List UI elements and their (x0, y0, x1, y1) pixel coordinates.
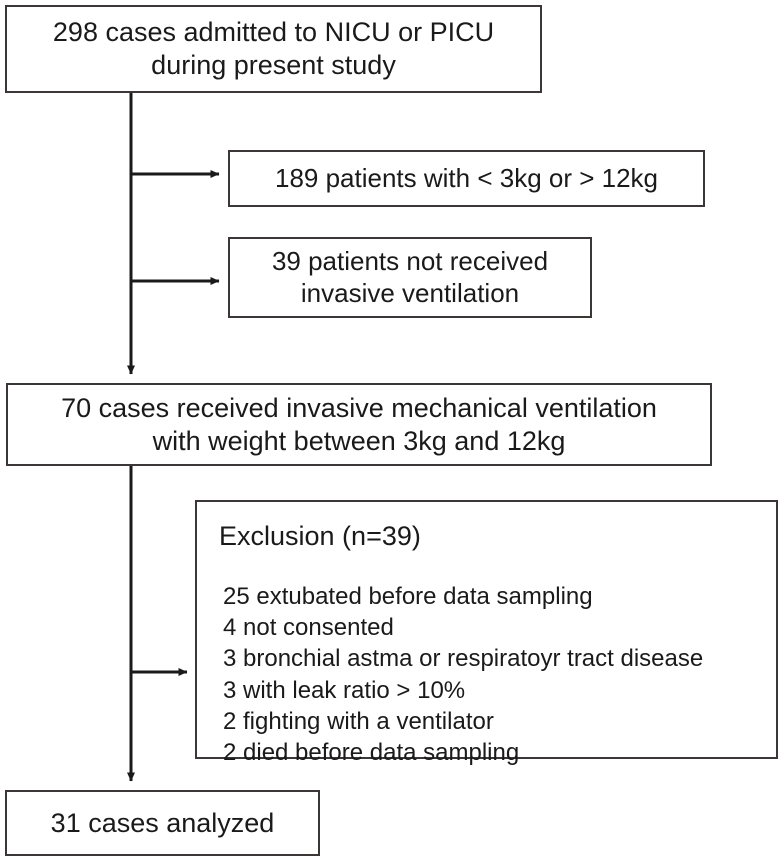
node-excluded-novent: 39 patients not received invasive ventil… (228, 237, 592, 318)
exclusion-reason-list: 25 extubated before data sampling 4 not … (219, 581, 776, 768)
node-excluded-weight-line1: 189 patients with < 3kg or > 12kg (274, 162, 659, 193)
exclusion-reason-item: 2 died before data sampling (223, 738, 520, 766)
exclusion-reason-item: 3 with leak ratio > 10% (223, 676, 466, 704)
node-analyzed-line1: 31 cases analyzed (50, 807, 275, 838)
node-eligible: 70 cases received invasive mechanical ve… (6, 383, 712, 466)
node-excluded-weight: 189 patients with < 3kg or > 12kg (228, 150, 705, 207)
node-screened-line2: during present study (151, 50, 396, 80)
exclusion-reason-item: 3 bronchial astma or respiratoyr tract d… (223, 645, 704, 673)
node-eligible-line1: 70 cases received invasive mechanical ve… (61, 392, 657, 423)
node-exclusion: Exclusion (n=39) 25 extubated before dat… (195, 500, 778, 766)
node-analyzed: 31 cases analyzed (5, 790, 320, 856)
node-eligible-line2: with weight between 3kg and 12kg (152, 425, 566, 456)
exclusion-reason-item: 25 extubated before data sampling (223, 582, 593, 610)
exclusion-reason-item: 4 not consented (223, 614, 394, 642)
node-excluded-novent-line1: 39 patients not received (271, 245, 549, 276)
node-screened: 298 cases admitted to NICU or PICU durin… (5, 5, 542, 93)
exclusion-reason-item: 2 fighting with a ventilator (223, 707, 494, 735)
exclusion-title: Exclusion (n=39) (219, 521, 421, 551)
node-excluded-novent-line2: invasive ventilation (300, 277, 520, 308)
node-screened-line1: 298 cases admitted to NICU or PICU (52, 17, 495, 48)
